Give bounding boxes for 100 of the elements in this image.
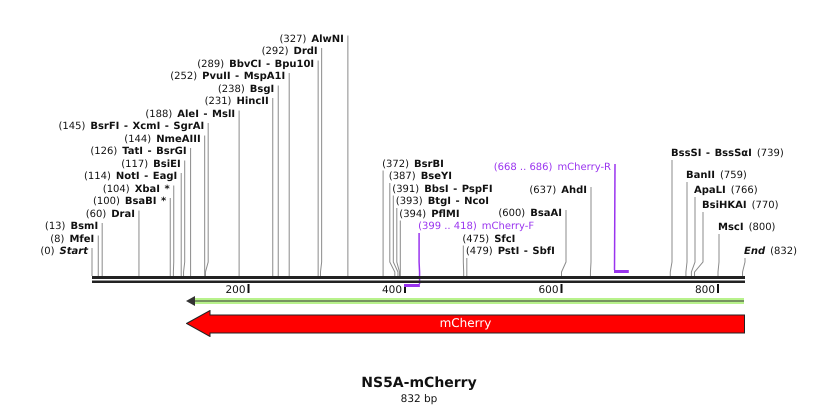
cut-position: (117)	[121, 158, 148, 170]
cut-position: (8)	[50, 234, 64, 246]
cut-position: (0)	[40, 246, 55, 258]
leader-line	[614, 164, 616, 270]
enzyme-name: HincII	[236, 96, 269, 108]
cut-position: (739)	[756, 148, 784, 160]
enzyme-name: PvuII - MspA1I	[202, 71, 286, 83]
enzyme-name: BbsI - PspFI	[424, 184, 493, 196]
cut-position: (114)	[84, 171, 111, 183]
cut-position: (289)	[197, 58, 224, 70]
cut-position: (231)	[204, 96, 232, 108]
leader-line	[685, 182, 688, 276]
leader-line	[318, 60, 319, 276]
enzyme-name: NotI - EagI	[116, 171, 178, 183]
enzyme-name: BbvCI - Bpu10I	[229, 58, 314, 70]
cut-position: (238)	[218, 84, 245, 96]
primer-position: (399 .. 418)	[418, 221, 477, 233]
leader-line	[238, 110, 240, 276]
tick-label: 400	[382, 284, 402, 297]
enzyme-name: DraI	[111, 208, 135, 220]
enzyme-name: MfeI	[69, 234, 94, 246]
leader-line	[172, 185, 174, 276]
enzyme-name: BseYI	[420, 171, 452, 183]
cut-position: (372)	[382, 158, 409, 170]
cut-position: (393)	[396, 196, 423, 208]
enzyme-name: MscI	[718, 222, 744, 234]
primer-name: mCherry-F	[482, 221, 534, 233]
cut-position: (766)	[730, 185, 758, 197]
leader-line	[204, 122, 209, 276]
leader-line	[462, 245, 464, 276]
leader-line	[694, 212, 704, 276]
cut-position: (759)	[720, 170, 747, 182]
cut-position: (479)	[466, 246, 493, 258]
enzyme-name: BsaBI *	[124, 196, 166, 208]
cut-position: (100)	[92, 196, 120, 208]
enzyme-name: AhdI	[561, 185, 587, 197]
end-marker-label: Start	[60, 246, 88, 258]
leader-line	[690, 196, 696, 276]
tick-label: 800	[694, 284, 715, 297]
enzyme-name: BsiHKAI	[702, 200, 747, 212]
cut-position: (145)	[58, 121, 86, 133]
enzyme-name: BsiEI	[153, 158, 181, 170]
enzyme-name: XbaI *	[134, 184, 170, 196]
leader-line	[392, 195, 398, 276]
enzyme-name: BsrFI - XcmI - SgrAI	[90, 121, 204, 133]
leader-line	[170, 198, 171, 276]
enzyme-name: BsaAI	[530, 208, 562, 220]
enzyme-name: PflMI	[431, 208, 460, 220]
enzyme-name: TatI - BsrGI	[122, 146, 187, 158]
enzyme-name: BtgI - NcoI	[428, 196, 489, 208]
cut-position: (188)	[145, 108, 172, 120]
enzyme-name: NmeAIII	[156, 134, 201, 146]
enzyme-name: SfcI	[494, 234, 516, 246]
enzyme-name: ApaLI	[694, 185, 726, 197]
leader-line	[561, 210, 566, 276]
leader-line	[138, 210, 140, 276]
tick-label: 200	[225, 284, 246, 297]
leader-line	[320, 48, 322, 276]
cut-position: (475)	[462, 234, 490, 246]
primer-name: mCherry-R	[557, 162, 611, 174]
leader-line	[742, 258, 746, 276]
enzyme-name: AlwNI	[311, 34, 344, 46]
cut-position: (104)	[102, 184, 130, 196]
cut-position: (832)	[770, 246, 797, 258]
cut-position: (327)	[279, 34, 306, 46]
primer-position: (668 .. 686)	[494, 162, 552, 174]
cut-position: (391)	[392, 184, 420, 196]
leader-line	[396, 208, 400, 276]
leader-line	[347, 35, 348, 276]
leader-line	[102, 222, 103, 276]
cut-position: (637)	[529, 185, 556, 197]
leader-line	[272, 98, 274, 276]
enzyme-name: BsmI	[70, 221, 98, 233]
leader-line	[670, 160, 672, 276]
leader-line	[389, 182, 396, 276]
leader-line	[288, 72, 290, 276]
cut-position: (13)	[44, 221, 66, 233]
cut-position: (144)	[124, 134, 152, 146]
feature-label: mCherry	[440, 315, 492, 332]
leader-line	[183, 160, 186, 276]
enzyme-name: PstI - SbfI	[498, 246, 555, 258]
leader-line	[190, 148, 192, 276]
cut-position: (600)	[498, 208, 526, 220]
map-title: NS5A-mCherry	[360, 375, 478, 391]
cut-position: (252)	[170, 71, 198, 83]
enzyme-name: BssSI - BssSαI	[671, 148, 752, 160]
leader-line	[400, 220, 401, 276]
tick-label: 600	[538, 284, 558, 297]
leader-line	[466, 258, 468, 276]
cut-position: (387)	[388, 171, 416, 183]
cut-position: (292)	[262, 46, 289, 58]
leader-line	[418, 233, 420, 284]
leader-line	[590, 186, 592, 276]
enzyme-name: BsrBI	[414, 158, 444, 170]
leader-line	[278, 85, 279, 276]
leader-line	[382, 170, 384, 276]
leader-line	[718, 234, 720, 276]
cut-position: (800)	[748, 222, 776, 234]
cut-position: (394)	[399, 208, 426, 220]
cut-position: (60)	[86, 208, 106, 220]
